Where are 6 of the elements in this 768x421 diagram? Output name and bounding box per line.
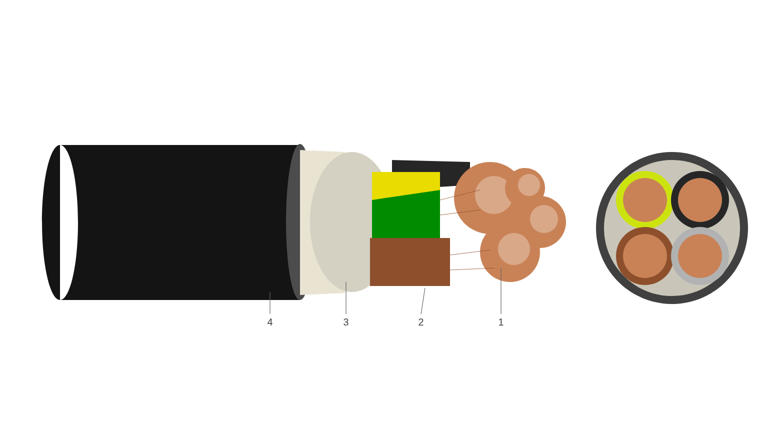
callout-number: 1 <box>499 318 504 326</box>
leader-line <box>420 288 426 314</box>
callout-number: 3 <box>344 318 348 326</box>
callout-number: 2 <box>418 318 424 326</box>
callout-number: 4 <box>267 318 272 326</box>
leader-line <box>500 268 502 314</box>
